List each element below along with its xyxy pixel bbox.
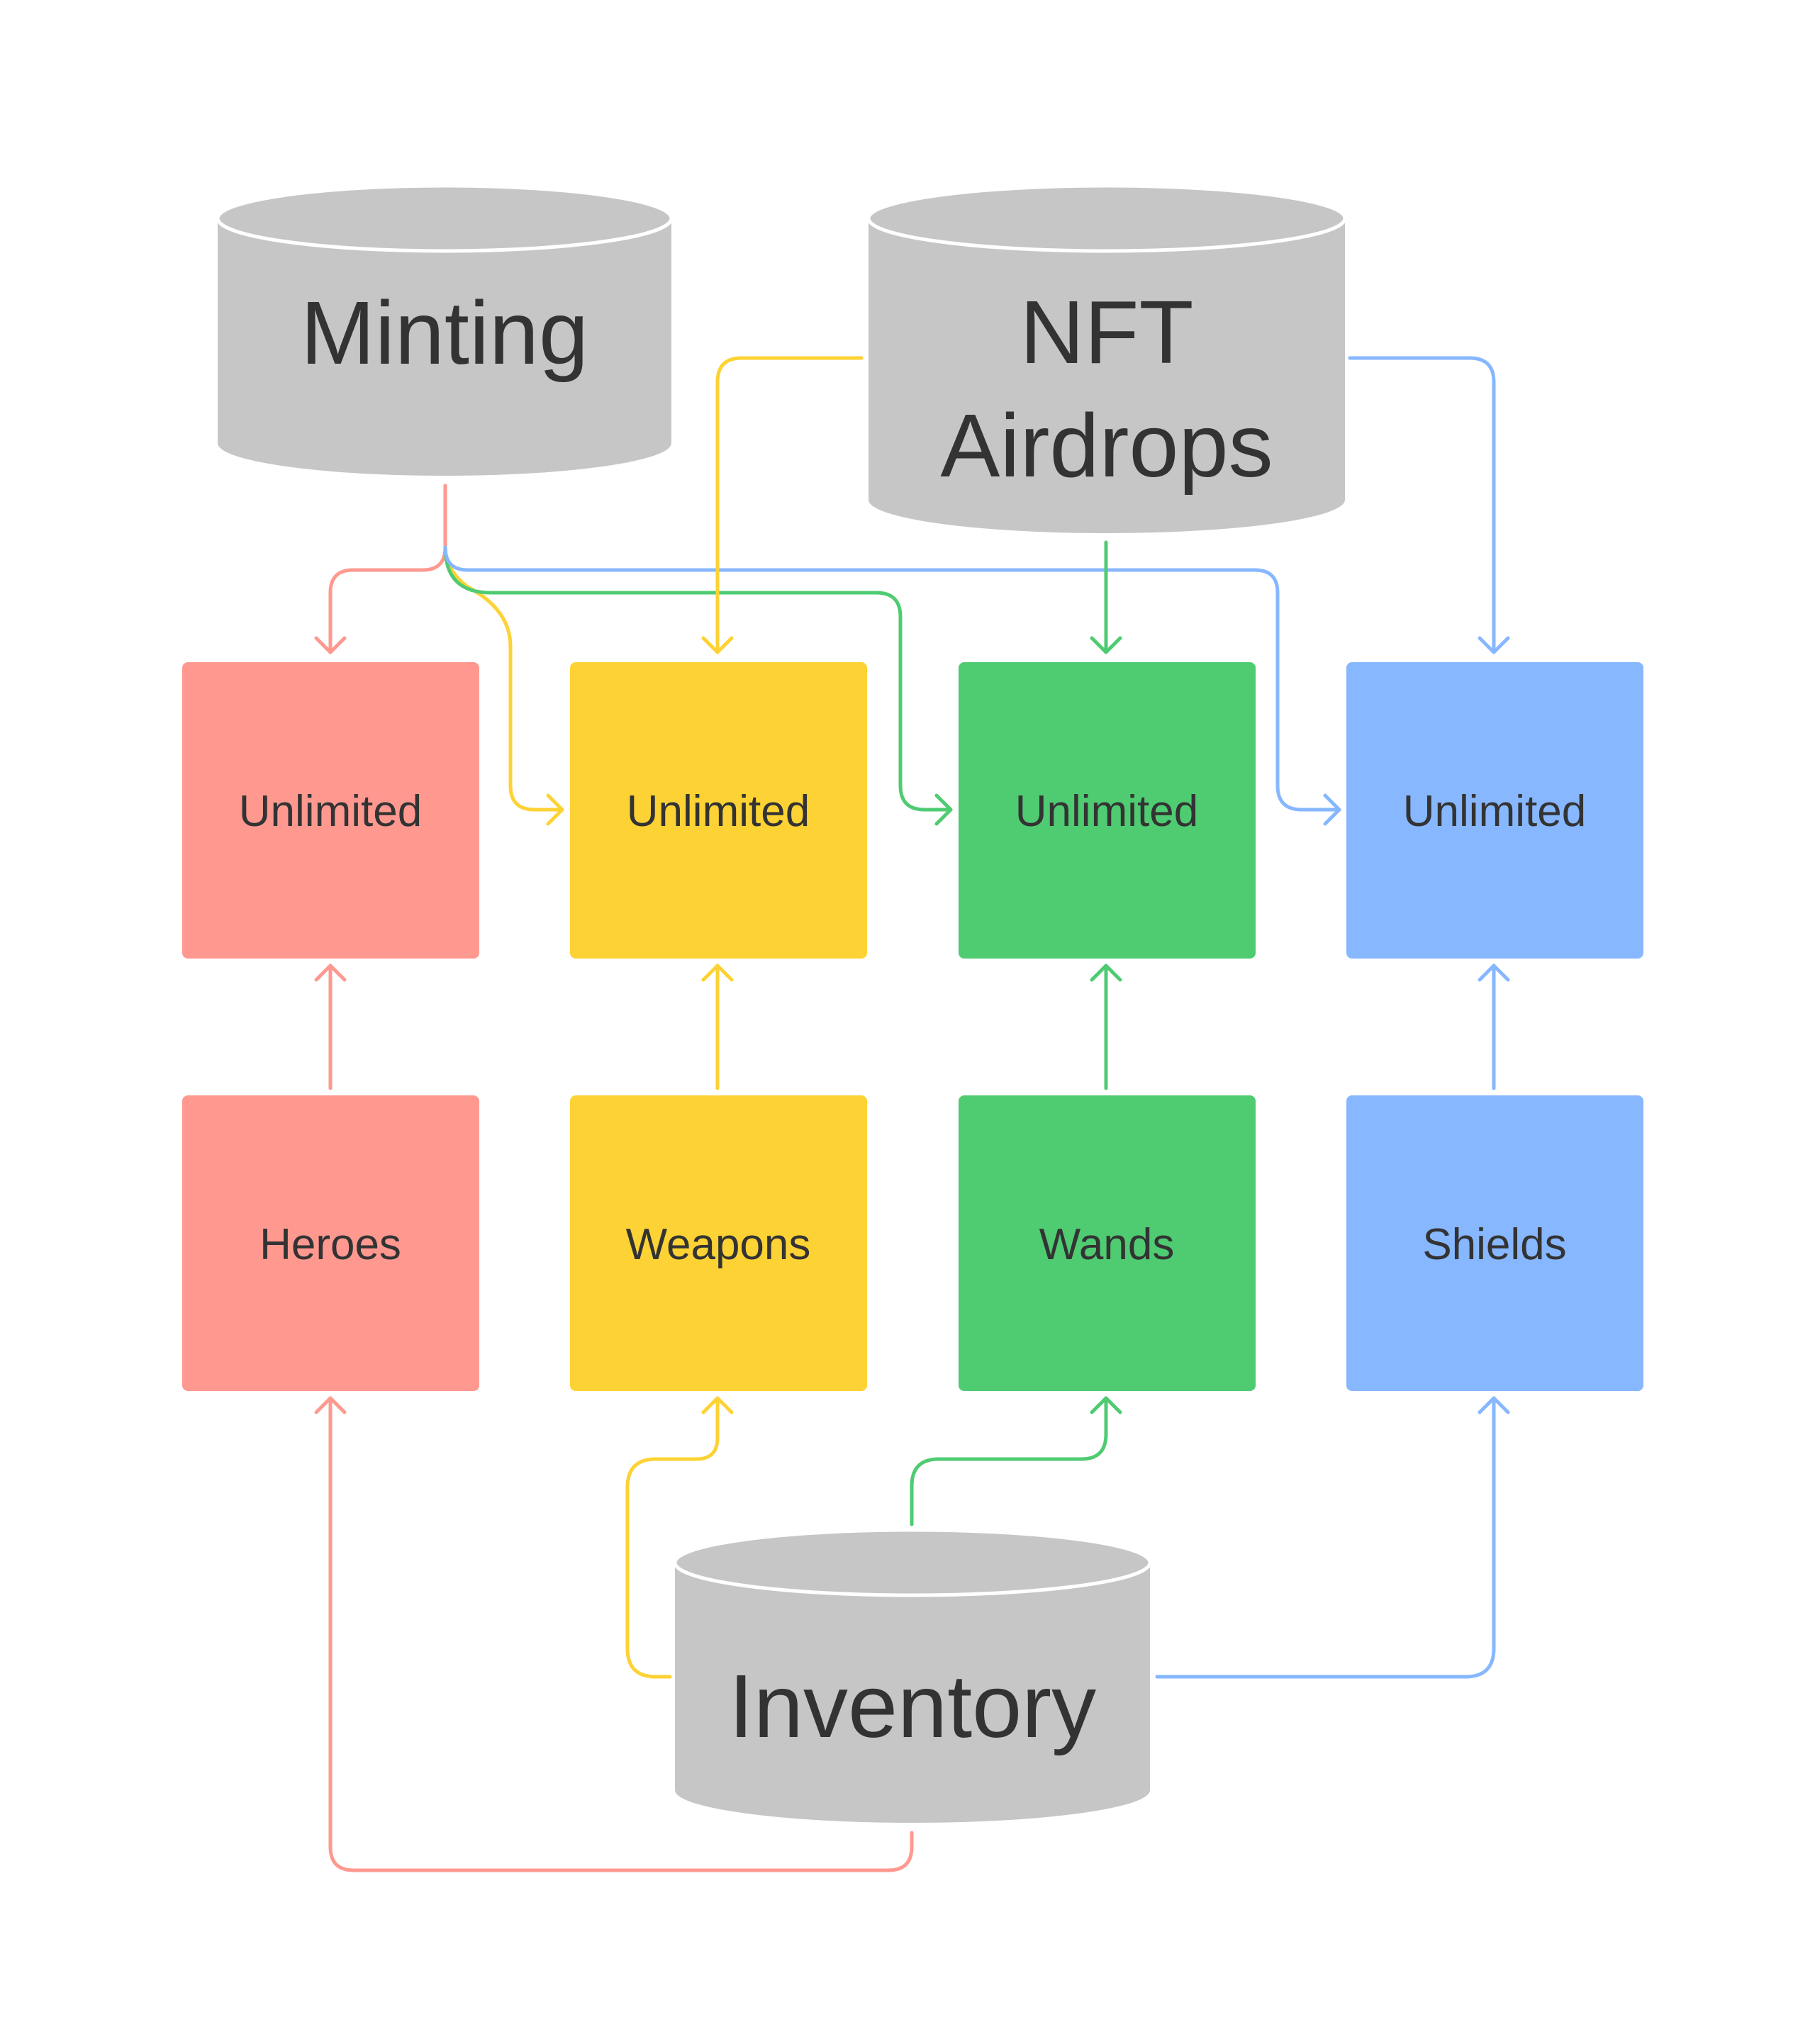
minting-label: Minting bbox=[301, 283, 588, 383]
arrowhead-weapons-unlimited-bottom bbox=[701, 964, 734, 982]
wands-unlimited-box-fill bbox=[959, 662, 1256, 959]
edge-minting-to-wands-unlimited bbox=[443, 545, 953, 812]
shields-unlimited-label: Unlimited bbox=[1403, 787, 1586, 836]
minting-database: Minting bbox=[216, 184, 674, 476]
edges bbox=[314, 356, 1510, 1872]
arrowhead-wands-unlimited-left bbox=[934, 793, 953, 826]
wands-label: Wands bbox=[1039, 1220, 1175, 1269]
arrowhead-weapons-unlimited-left bbox=[546, 793, 564, 826]
shields-box: Shields bbox=[1346, 1095, 1643, 1391]
heroes-unlimited-label: Unlimited bbox=[239, 787, 422, 836]
arrowhead-shields-unlimited-top bbox=[1478, 636, 1510, 654]
heroes-label: Heroes bbox=[259, 1220, 401, 1269]
wands-unlimited-label: Unlimited bbox=[1015, 787, 1198, 836]
weapons-unlimited-box: Unlimited bbox=[570, 662, 867, 959]
weapons-box-fill bbox=[570, 1095, 867, 1391]
edge-minting-to-weapons-unlimited bbox=[443, 545, 564, 812]
arrowhead-shields-unlimited-left bbox=[1323, 793, 1341, 826]
nft-airdrops-label-line1: NFT bbox=[1020, 282, 1194, 382]
shields-unlimited-box: Unlimited bbox=[1346, 662, 1643, 959]
shields-box-fill bbox=[1346, 1095, 1643, 1391]
weapons-box: Weapons bbox=[570, 1095, 867, 1391]
nft-airdrops-database-top bbox=[866, 184, 1347, 253]
arrowhead-heroes-bottom bbox=[314, 1396, 347, 1414]
arrowhead-wands-unlimited-top bbox=[1090, 636, 1122, 654]
arrowhead-weapons-unlimited-top bbox=[701, 636, 734, 654]
inventory-database-body bbox=[675, 1563, 1150, 1823]
wands-box-fill bbox=[959, 1095, 1256, 1391]
arrowhead-wands-unlimited-bottom bbox=[1090, 964, 1122, 982]
arrowhead-shields-bottom bbox=[1478, 1396, 1510, 1414]
weapons-unlimited-box-fill bbox=[570, 662, 867, 959]
edge-inventory-to-wands bbox=[910, 1396, 1108, 1526]
arrowhead-weapons-bottom bbox=[701, 1396, 734, 1414]
weapons-label: Weapons bbox=[626, 1220, 811, 1269]
edge-minting-to-heroes-unlimited bbox=[328, 484, 447, 654]
nft-airdrops-database: NFT Airdrops bbox=[866, 184, 1347, 533]
minting-database-body bbox=[218, 218, 671, 476]
edge-inventory-to-weapons bbox=[625, 1396, 720, 1679]
shields-label: Shields bbox=[1422, 1220, 1566, 1269]
minting-database-top bbox=[216, 184, 674, 253]
heroes-box-fill bbox=[182, 1095, 479, 1391]
arrowhead-heroes-unlimited-top bbox=[314, 636, 347, 654]
nft-airdrops-database-body bbox=[869, 218, 1345, 533]
edge-airdrops-to-shields-unlimited bbox=[1348, 356, 1496, 654]
heroes-unlimited-box-fill bbox=[182, 662, 479, 959]
wands-unlimited-box: Unlimited bbox=[959, 662, 1256, 959]
heroes-unlimited-box: Unlimited bbox=[182, 662, 479, 959]
arrowhead-heroes-unlimited-bottom bbox=[314, 964, 347, 982]
edge-inventory-to-heroes bbox=[328, 1396, 914, 1872]
edge-airdrops-to-weapons-unlimited bbox=[715, 356, 864, 654]
arrowhead-wands-bottom bbox=[1090, 1396, 1122, 1414]
inventory-database: Inventory bbox=[673, 1528, 1152, 1823]
shields-unlimited-box-fill bbox=[1346, 662, 1643, 959]
inventory-database-top bbox=[673, 1528, 1152, 1597]
edge-minting-to-shields-unlimited bbox=[443, 545, 1341, 812]
heroes-box: Heroes bbox=[182, 1095, 479, 1391]
edge-inventory-to-shields bbox=[1155, 1396, 1496, 1679]
inventory-label: Inventory bbox=[729, 1656, 1096, 1756]
wands-box: Wands bbox=[959, 1095, 1256, 1391]
weapons-unlimited-label: Unlimited bbox=[627, 787, 810, 836]
arrowhead-shields-unlimited-bottom bbox=[1478, 964, 1510, 982]
nft-airdrops-label-line2: Airdrops bbox=[940, 396, 1273, 496]
